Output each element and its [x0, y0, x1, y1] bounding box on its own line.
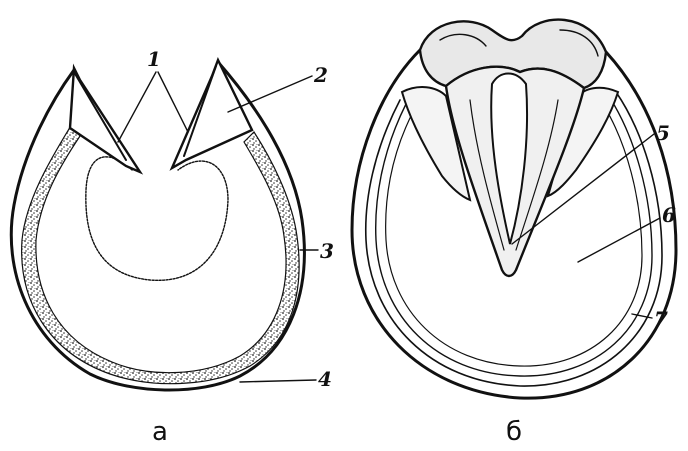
callout-6: 6 — [662, 203, 676, 227]
caption-a: а — [152, 417, 168, 447]
callout-2: 2 — [313, 63, 328, 87]
caption-b: б — [506, 417, 522, 447]
callout-1: 1 — [147, 47, 161, 71]
callout-4: 4 — [318, 367, 332, 391]
callout-3: 3 — [320, 239, 334, 263]
callout-7: 7 — [654, 307, 668, 331]
hoof-wall-band — [22, 124, 299, 384]
sole-cavity — [86, 157, 228, 280]
hoof-underside-view: 5 6 7 б — [352, 20, 676, 447]
callout-5: 5 — [656, 121, 670, 145]
hoof-capsule-top-view: 1 2 3 4 а — [11, 47, 334, 447]
